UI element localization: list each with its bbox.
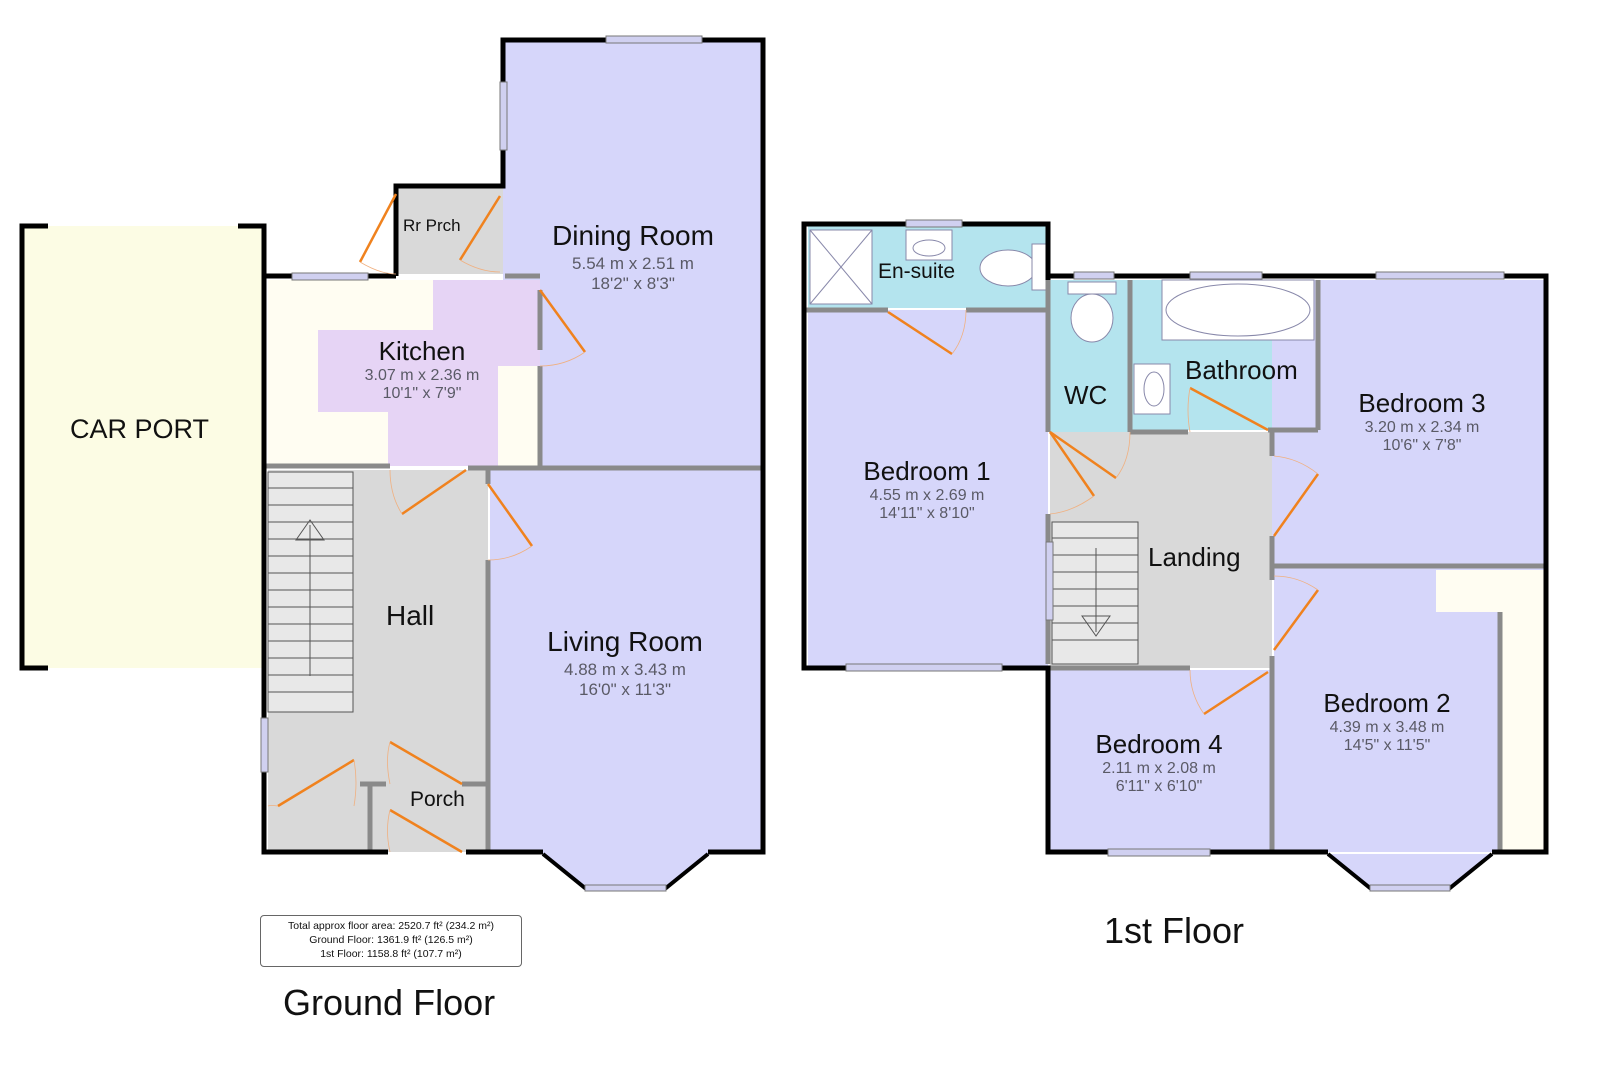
ground-windows	[260, 35, 703, 892]
living-room-imperial: 16'0" x 11'3"	[579, 680, 671, 699]
room-label-car-port: CAR PORT	[70, 414, 210, 444]
bathroom-fixtures	[1133, 279, 1315, 415]
living-room-bay	[543, 854, 708, 888]
room-label-bedroom-4: Bedroom 4 2.11 m x 2.08 m 6'11" x 6'10"	[1095, 729, 1222, 796]
landing-staircase	[1051, 521, 1139, 665]
room-label-hall: Hall	[386, 600, 435, 631]
bedroom-1-metric: 4.55 m x 2.69 m	[869, 487, 985, 504]
bedroom-3-metric: 3.20 m x 2.34 m	[1364, 419, 1480, 436]
room-label-dining-room: Dining Room 5.54 m x 2.51 m 18'2" x 8'3"	[552, 220, 714, 294]
room-label-en-suite: En-suite	[878, 260, 956, 283]
ground-internal-walls	[264, 273, 763, 852]
room-label-bathroom: Bathroom	[1185, 355, 1298, 385]
wc-fixtures	[1067, 281, 1117, 343]
bedroom-3-imperial: 10'6" x 7'8"	[1382, 437, 1462, 454]
first-floor-plan	[801, 219, 1549, 892]
en-suite-toilet	[979, 249, 1037, 287]
bedroom-1-name: Bedroom 1	[863, 456, 991, 486]
bedroom-2-recess	[1274, 612, 1500, 852]
dining-room-area	[503, 40, 763, 468]
first-windows	[845, 219, 1505, 892]
bedroom-3-name: Bedroom 3	[1358, 388, 1486, 418]
bedroom-2-imperial: 14'5" x 11'5"	[1343, 737, 1431, 754]
room-label-bedroom-2: Bedroom 2 4.39 m x 3.48 m 14'5" x 11'5"	[1323, 688, 1450, 755]
porch-area	[370, 782, 486, 852]
bedroom-2-metric: 4.39 m x 3.48 m	[1329, 719, 1445, 736]
living-room-metric: 4.88 m x 3.43 m	[564, 660, 686, 679]
room-label-bedroom-3: Bedroom 3 3.20 m x 2.34 m 10'6" x 7'8"	[1358, 388, 1485, 455]
first-floor-area: 1st Floor: 1158.8 ft² (107.7 m²)	[320, 948, 462, 960]
floor-area-summary: Total approx floor area: 2520.7 ft² (234…	[260, 915, 522, 967]
living-room-area	[490, 470, 763, 854]
ground-doors	[277, 193, 587, 854]
ground-external-walls	[261, 37, 766, 855]
first-door-swings	[951, 309, 1319, 715]
dining-room-imperial: 18'2" x 8'3"	[591, 274, 675, 293]
bedroom-1-imperial: 14'11" x 8'10"	[879, 505, 975, 522]
total-floor-area: Total approx floor area: 2520.7 ft² (234…	[287, 920, 495, 932]
rear-porch-area	[396, 188, 503, 274]
room-label-rear-porch: Rr Prch	[403, 216, 461, 235]
bedroom-1-area	[808, 310, 1048, 666]
first-internal-walls	[806, 280, 1546, 852]
bedroom-4-name: Bedroom 4	[1095, 729, 1223, 759]
room-label-wc: WC	[1064, 380, 1108, 410]
first-floor-title: 1st Floor	[1104, 910, 1245, 951]
kitchen-area	[318, 280, 540, 466]
dining-room-metric: 5.54 m x 2.51 m	[572, 254, 694, 273]
bedroom-2-name: Bedroom 2	[1323, 688, 1451, 718]
hall-staircase	[267, 471, 354, 713]
en-suite-fixtures	[809, 229, 1047, 305]
first-external-walls	[801, 221, 1549, 855]
bedroom-2-bay	[1328, 854, 1492, 888]
kitchen-metric: 3.07 m x 2.36 m	[364, 367, 480, 384]
kitchen-imperial: 10'1" x 7'9"	[382, 385, 462, 402]
room-label-landing: Landing	[1148, 542, 1241, 572]
bedroom-4-area	[1050, 670, 1272, 852]
room-label-porch: Porch	[410, 788, 465, 811]
bedroom-4-metric: 2.11 m x 2.08 m	[1102, 760, 1216, 777]
room-label-bedroom-1: Bedroom 1 4.55 m x 2.69 m 14'11" x 8'10"	[863, 456, 990, 523]
car-port-area	[22, 226, 264, 668]
living-room-name: Living Room	[547, 626, 703, 657]
ground-door-swings	[267, 259, 586, 853]
ground-floor-title: Ground Floor	[283, 982, 496, 1023]
ground-floor-plan	[19, 35, 766, 892]
bedroom-4-imperial: 6'11" x 6'10"	[1115, 778, 1203, 795]
dining-room-name: Dining Room	[552, 220, 714, 251]
kitchen-name: Kitchen	[378, 336, 466, 366]
bathroom-basin	[1133, 363, 1171, 415]
room-label-kitchen: Kitchen 3.07 m x 2.36 m 10'1" x 7'9"	[365, 336, 480, 403]
room-label-living-room: Living Room 4.88 m x 3.43 m 16'0" x 11'3…	[547, 626, 703, 700]
first-doors	[887, 310, 1320, 716]
ground-floor-area: Ground Floor: 1361.9 ft² (126.5 m²)	[309, 934, 473, 946]
